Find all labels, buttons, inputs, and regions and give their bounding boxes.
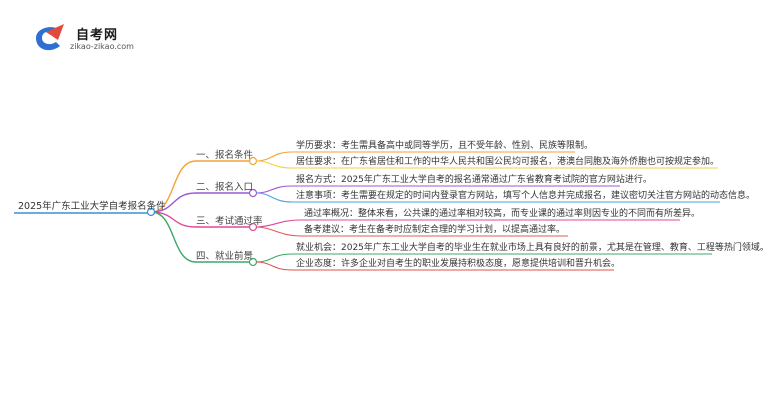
branch-label-passrate: 三、考试通过率 — [196, 216, 263, 227]
leaf-connector — [255, 160, 293, 169]
mindmap-canvas: 自考网 zikao-zikao.com 2025年广东工业大学自考报名条件 一、… — [14, 20, 769, 271]
leaf-residence-requirement: 居住要求：在广东省居住和工作的中华人民共和国公民均可报名，港澳台同胞及海外侨胞也… — [296, 157, 720, 167]
leaf-connector — [255, 253, 293, 263]
root-node-dot — [146, 207, 156, 217]
leaf-education-requirement: 学历要求：考生需具备高中或同等学历，且不受年龄、性别、民族等限制。 — [296, 141, 594, 151]
root-node-label: 2025年广东工业大学自考报名条件 — [18, 201, 166, 212]
branch-connector — [150, 211, 197, 263]
branch-connector — [150, 192, 197, 213]
leaf-job-opportunities: 就业机会：2025年广东工业大学自考的毕业生在就业市场上具有良好的前景，尤其是在… — [296, 243, 769, 253]
leaf-connector — [255, 185, 293, 194]
branch-connector — [150, 160, 197, 213]
logo-title: 自考网 — [76, 28, 119, 43]
leaf-employer-attitude: 企业态度：许多企业对自考生的职业发展持积极态度，愿意提供培训和晋升机会。 — [296, 259, 621, 269]
leaf-connector — [255, 192, 293, 203]
leaf-registration-notes: 注意事项：考生需要在规定的时间内登录官方网站，填写个人信息并完成报名，建议密切关… — [296, 191, 756, 201]
leaf-connector — [255, 261, 293, 271]
leaf-registration-method: 报名方式：2025年广东工业大学自考的报名通常通过广东省教育考试院的官方网站进行… — [296, 175, 652, 185]
mindmap-connectors — [14, 151, 720, 271]
logo-icon — [36, 24, 64, 51]
logo-url-text: zikao-zikao.com — [70, 42, 134, 51]
branch-label-employment: 四、就业前景 — [196, 251, 254, 262]
leaf-study-advice: 备考建议：考生在备考时应制定合理的学习计划，以提高通过率。 — [304, 225, 566, 235]
branch-label-entry: 二、报名入口 — [196, 182, 254, 193]
branch-label-conditions: 一、报名条件 — [196, 150, 254, 161]
leaf-connector — [255, 151, 293, 162]
leaf-connector — [255, 226, 301, 237]
site-logo[interactable]: 自考网 zikao-zikao.com — [30, 20, 140, 51]
leaf-passrate-overview: 通过率概况：整体来看，公共课的通过率相对较高，而专业课的通过率则因专业的不同而有… — [304, 209, 701, 219]
